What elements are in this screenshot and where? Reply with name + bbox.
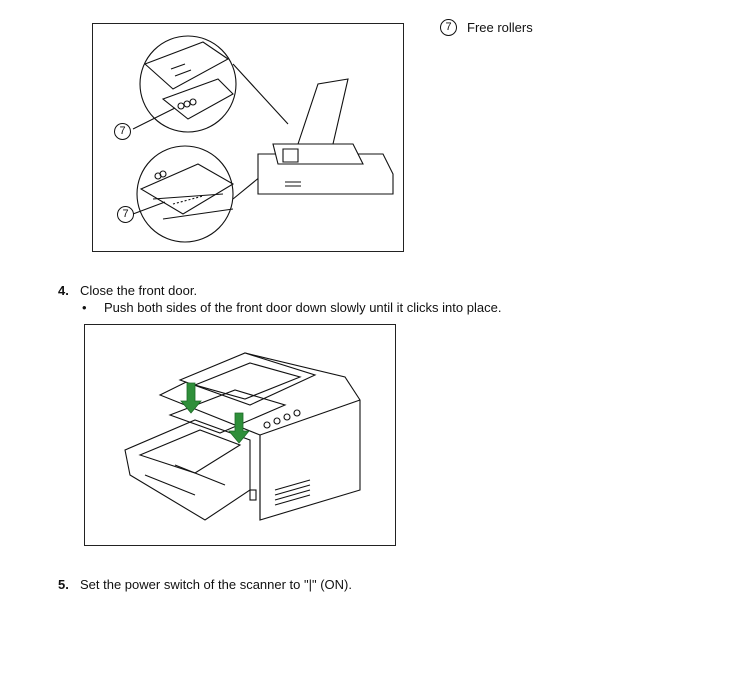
bullet-dot-icon: • <box>82 300 87 315</box>
callout-legend: 7 Free rollers <box>440 19 533 36</box>
step-text: Close the front door. <box>80 283 198 298</box>
step-5: 5. Set the power switch of the scanner to… <box>58 577 352 592</box>
free-rollers-illustration: 7 7 <box>92 23 404 252</box>
step-number: 5. <box>58 577 69 592</box>
callout-label: Free rollers <box>467 20 533 35</box>
step-4-bullet: • Push both sides of the front door down … <box>82 300 501 315</box>
step-number: 4. <box>58 283 69 298</box>
bullet-text: Push both sides of the front door down s… <box>104 300 502 315</box>
scanner-front-door-drawing <box>124 352 361 521</box>
scanner-rollers-drawing <box>132 35 394 243</box>
close-front-door-illustration <box>84 324 396 546</box>
step-4: 4. Close the front door. <box>58 283 197 298</box>
step-text: Set the power switch of the scanner to "… <box>80 577 352 592</box>
callout-number-7: 7 <box>440 19 457 36</box>
callout-number-7-bottom: 7 <box>117 206 134 223</box>
down-arrow-icon <box>180 382 202 414</box>
callout-number-7-top: 7 <box>114 123 131 140</box>
down-arrow-icon <box>228 412 250 444</box>
